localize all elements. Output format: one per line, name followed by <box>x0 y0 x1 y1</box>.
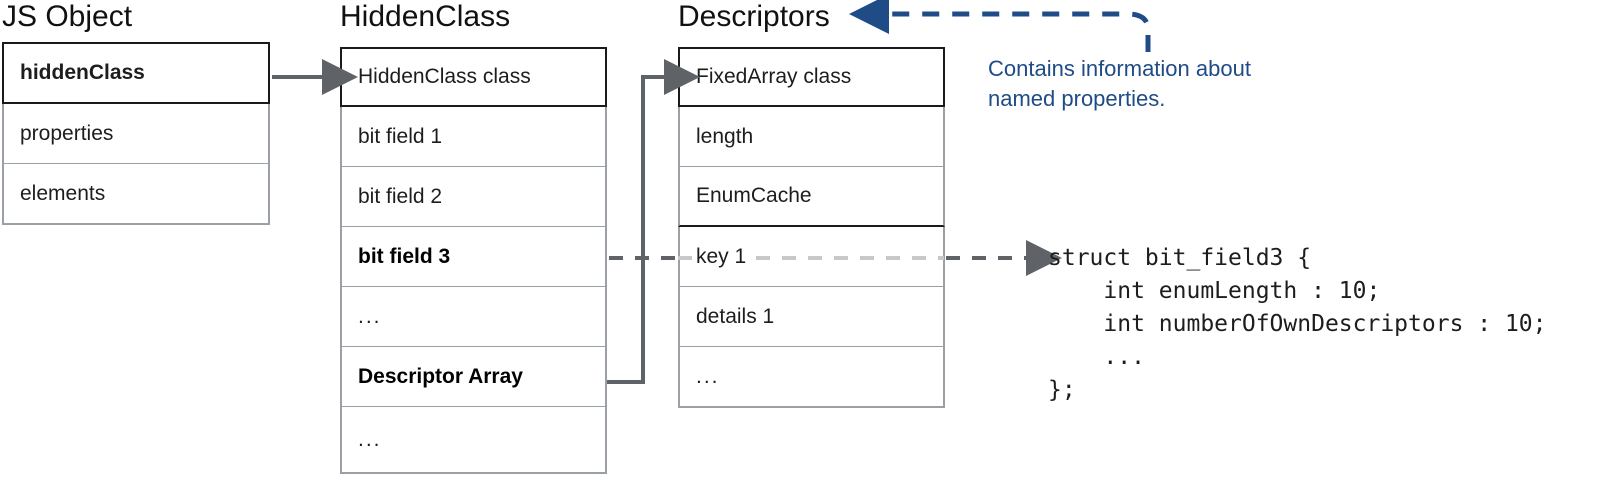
table-row[interactable]: EnumCache <box>678 167 945 227</box>
table-descriptors: FixedArray class length EnumCache key 1 … <box>678 47 945 408</box>
table-row[interactable]: Descriptor Array <box>340 347 607 407</box>
table-js-object: hiddenClass properties elements <box>2 42 270 225</box>
cell-label: hiddenClass <box>20 61 145 84</box>
code-block-line4: ... <box>1048 344 1145 370</box>
table-row[interactable]: bit field 3 <box>340 227 607 287</box>
arrow-descriptor-array-to-descriptors <box>607 59 700 384</box>
cell-label: ... <box>358 427 382 451</box>
cell-label: EnumCache <box>696 184 812 207</box>
cell-label: FixedArray class <box>696 65 852 88</box>
cell-label: properties <box>20 121 114 145</box>
cell-label: ... <box>358 304 382 328</box>
page-title-js-object: JS Object <box>2 0 133 33</box>
table-row[interactable]: properties <box>2 104 270 164</box>
code-block-line1: struct bit_field3 { <box>1048 245 1312 271</box>
cell-label: bit field 2 <box>358 184 443 208</box>
table-row[interactable]: hiddenClass <box>2 42 270 104</box>
table-row[interactable]: bit field 2 <box>340 167 607 227</box>
cell-label: Descriptor Array <box>358 364 523 388</box>
cell-label: key 1 <box>696 244 751 269</box>
table-row[interactable]: length <box>678 107 945 167</box>
annotation-text-line1: Contains information about <box>988 56 1251 81</box>
table-row[interactable]: HiddenClass class <box>340 47 607 107</box>
cell-label: bit field 1 <box>358 124 443 148</box>
table-row[interactable]: bit field 1 <box>340 107 607 167</box>
table-row[interactable]: key 1 <box>678 227 945 287</box>
cell-label: HiddenClass class <box>358 65 531 88</box>
code-block-line3: int numberOfOwnDescriptors : 10; <box>1048 311 1547 337</box>
table-row[interactable]: FixedArray class <box>678 47 945 107</box>
cell-label: details 1 <box>696 304 775 328</box>
table-row[interactable]: ... <box>340 407 607 474</box>
table-row[interactable]: ... <box>678 347 945 408</box>
code-block-line2: int enumLength : 10; <box>1048 278 1381 304</box>
cell-label: bit field 3 <box>358 244 451 268</box>
page-title-descriptors: Descriptors <box>678 0 830 33</box>
table-row[interactable]: ... <box>340 287 607 347</box>
annotation-text-line2: named properties. <box>988 86 1166 111</box>
code-block-line5: }; <box>1048 377 1076 403</box>
table-row[interactable]: elements <box>2 164 270 225</box>
table-row[interactable]: details 1 <box>678 287 945 347</box>
table-hidden-class: HiddenClass class bit field 1 bit field … <box>340 47 607 474</box>
cell-label: length <box>696 124 754 148</box>
cell-label: ... <box>696 364 720 388</box>
cell-label: elements <box>20 181 106 205</box>
page-title-hidden-class: HiddenClass <box>340 0 511 33</box>
